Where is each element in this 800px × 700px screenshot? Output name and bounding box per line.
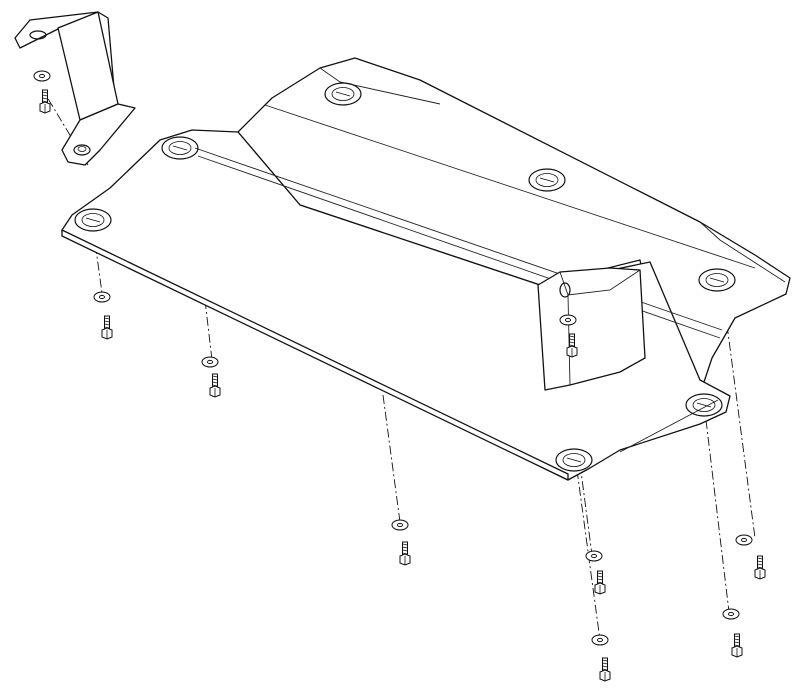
washer (722, 608, 740, 620)
mounting-hole (74, 208, 112, 232)
skid-plate (61, 57, 791, 481)
bolt (731, 633, 743, 658)
bolt (594, 570, 606, 595)
mounting-hole (698, 268, 736, 292)
washer (735, 534, 753, 546)
washer (391, 519, 409, 531)
hardware (33, 70, 766, 682)
washer (33, 70, 51, 82)
mounting-hole (528, 168, 566, 192)
mounting-bracket-right (537, 267, 646, 391)
washer (201, 356, 219, 368)
bolt (209, 373, 221, 398)
washer (591, 634, 609, 646)
plate-mounting-holes (74, 82, 736, 472)
bolt (754, 555, 766, 580)
bolt (101, 315, 113, 340)
bolt (599, 657, 611, 682)
bolt (39, 89, 51, 114)
mounting-hole (555, 448, 593, 472)
washer (559, 314, 577, 326)
mounting-bracket-left (14, 11, 136, 166)
mounting-hole (161, 136, 199, 160)
bolt (566, 333, 578, 358)
mounting-hole (685, 393, 723, 417)
bolt (399, 541, 411, 566)
washer (93, 291, 111, 303)
mounting-hole (324, 82, 362, 106)
washer (585, 550, 603, 562)
